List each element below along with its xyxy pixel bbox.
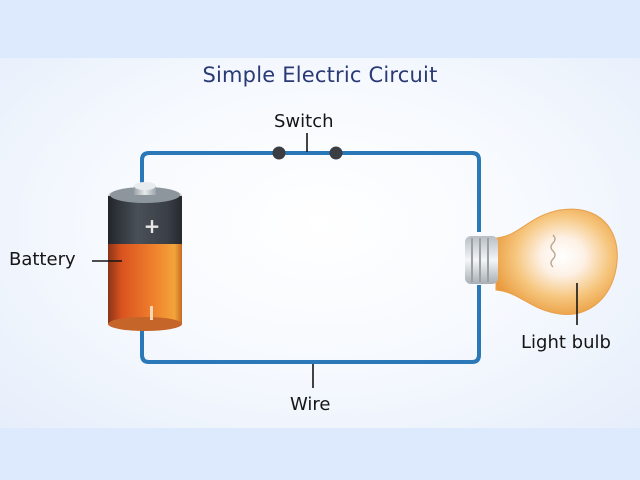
battery: + [92,182,182,331]
wire-segment-top-right [336,151,481,232]
battery-body [108,244,182,324]
bulb-glass [495,208,618,315]
battery-positive-end [108,196,182,244]
switch-terminal-left [272,146,286,160]
battery-negative-symbol [150,306,153,320]
wire-segment-top-left [140,151,278,190]
wire [140,151,481,364]
battery-cap [134,186,156,195]
diagram-title: Simple Electric Circuit [202,63,438,87]
switch-terminal-right [329,146,343,160]
battery-label: Battery [9,249,76,270]
battery-positive-symbol: + [144,214,161,238]
bulb-filament [550,234,556,268]
switch-label: Switch [274,111,334,132]
wire-segment-bottom [140,285,481,364]
switch [272,133,343,160]
light-bulb-label: Light bulb [521,332,611,353]
wire-label: Wire [290,394,331,415]
light-bulb [465,208,618,325]
bulb-base [465,236,498,284]
